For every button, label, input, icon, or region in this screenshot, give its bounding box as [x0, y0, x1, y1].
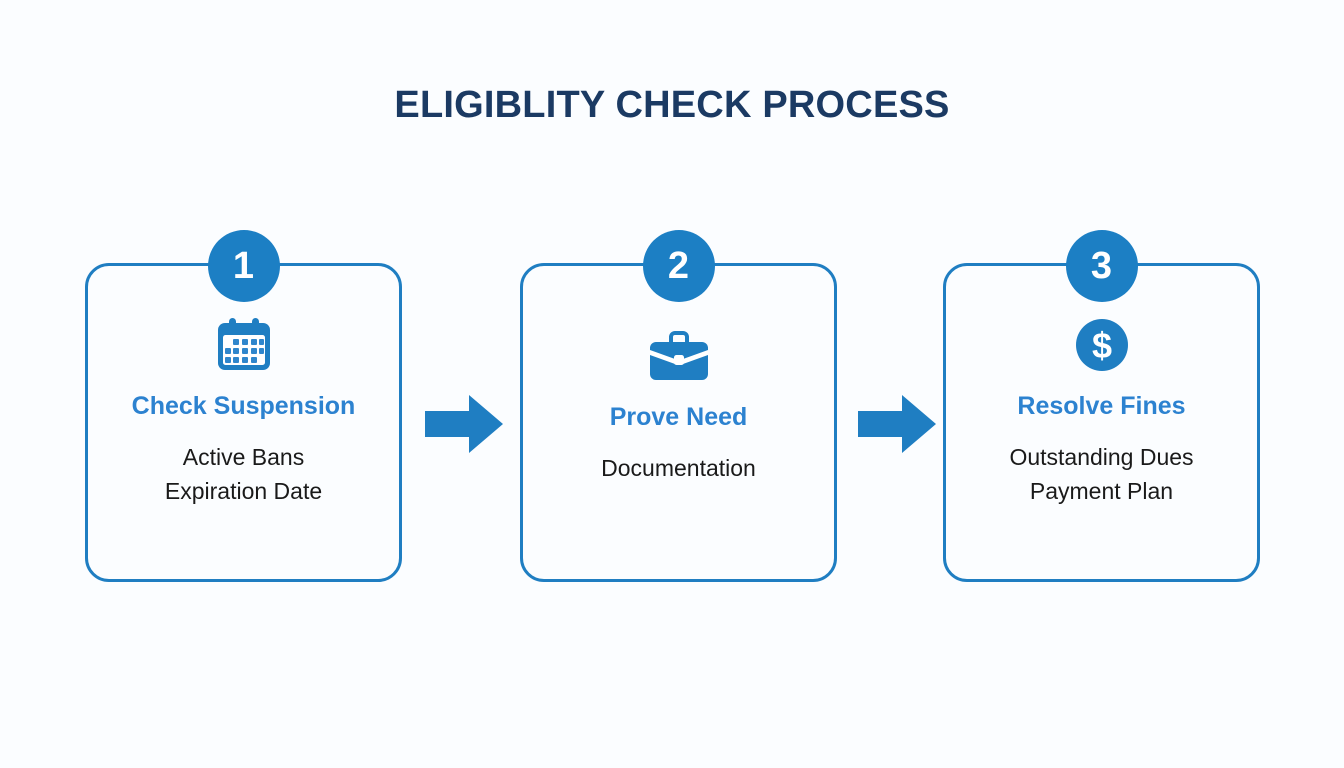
step-card-1[interactable]: 1 — [85, 230, 402, 582]
step-card-1-body: Check Suspension Active Bans Expiration … — [88, 314, 399, 508]
step-card-2-body: Prove Need Documentation — [523, 325, 834, 485]
step-card-3-lines: Outstanding Dues Payment Plan — [946, 440, 1257, 508]
step-card-3-heading: Resolve Fines — [1017, 392, 1186, 420]
step-card-1-heading: Check Suspension — [131, 392, 356, 420]
arrow-right-icon — [425, 393, 503, 455]
page-title: ELIGIBLITY CHECK PROCESS — [394, 84, 950, 126]
svg-text:$: $ — [1091, 325, 1111, 366]
step-card-3[interactable]: 3 $ Resolve Fines Outstanding Dues Payme… — [943, 230, 1260, 582]
step-number-badge-3: 3 — [1065, 230, 1138, 302]
step-card-2-line-1: Documentation — [601, 454, 756, 481]
step-card-3-line-2: Payment Plan — [1029, 477, 1174, 504]
step-card-1-line-2: Expiration Date — [164, 477, 323, 504]
step-card-3-line-1: Outstanding Dues — [1009, 443, 1194, 470]
step-card-2-heading: Prove Need — [609, 403, 748, 431]
arrow-right-icon — [858, 393, 936, 455]
calendar-icon — [88, 314, 399, 376]
dollar-circle-icon: $ — [946, 314, 1257, 376]
step-number-badge-2: 2 — [642, 230, 715, 302]
step-number-badge-1: 1 — [207, 230, 280, 302]
step-card-1-line-1: Active Bans — [182, 443, 305, 470]
step-card-2-lines: Documentation — [523, 451, 834, 485]
briefcase-icon — [523, 325, 834, 387]
step-card-3-body: $ Resolve Fines Outstanding Dues Payment… — [946, 314, 1257, 508]
step-card-2[interactable]: 2 Prove Need Documentation — [520, 230, 837, 582]
step-card-1-lines: Active Bans Expiration Date — [88, 440, 399, 508]
